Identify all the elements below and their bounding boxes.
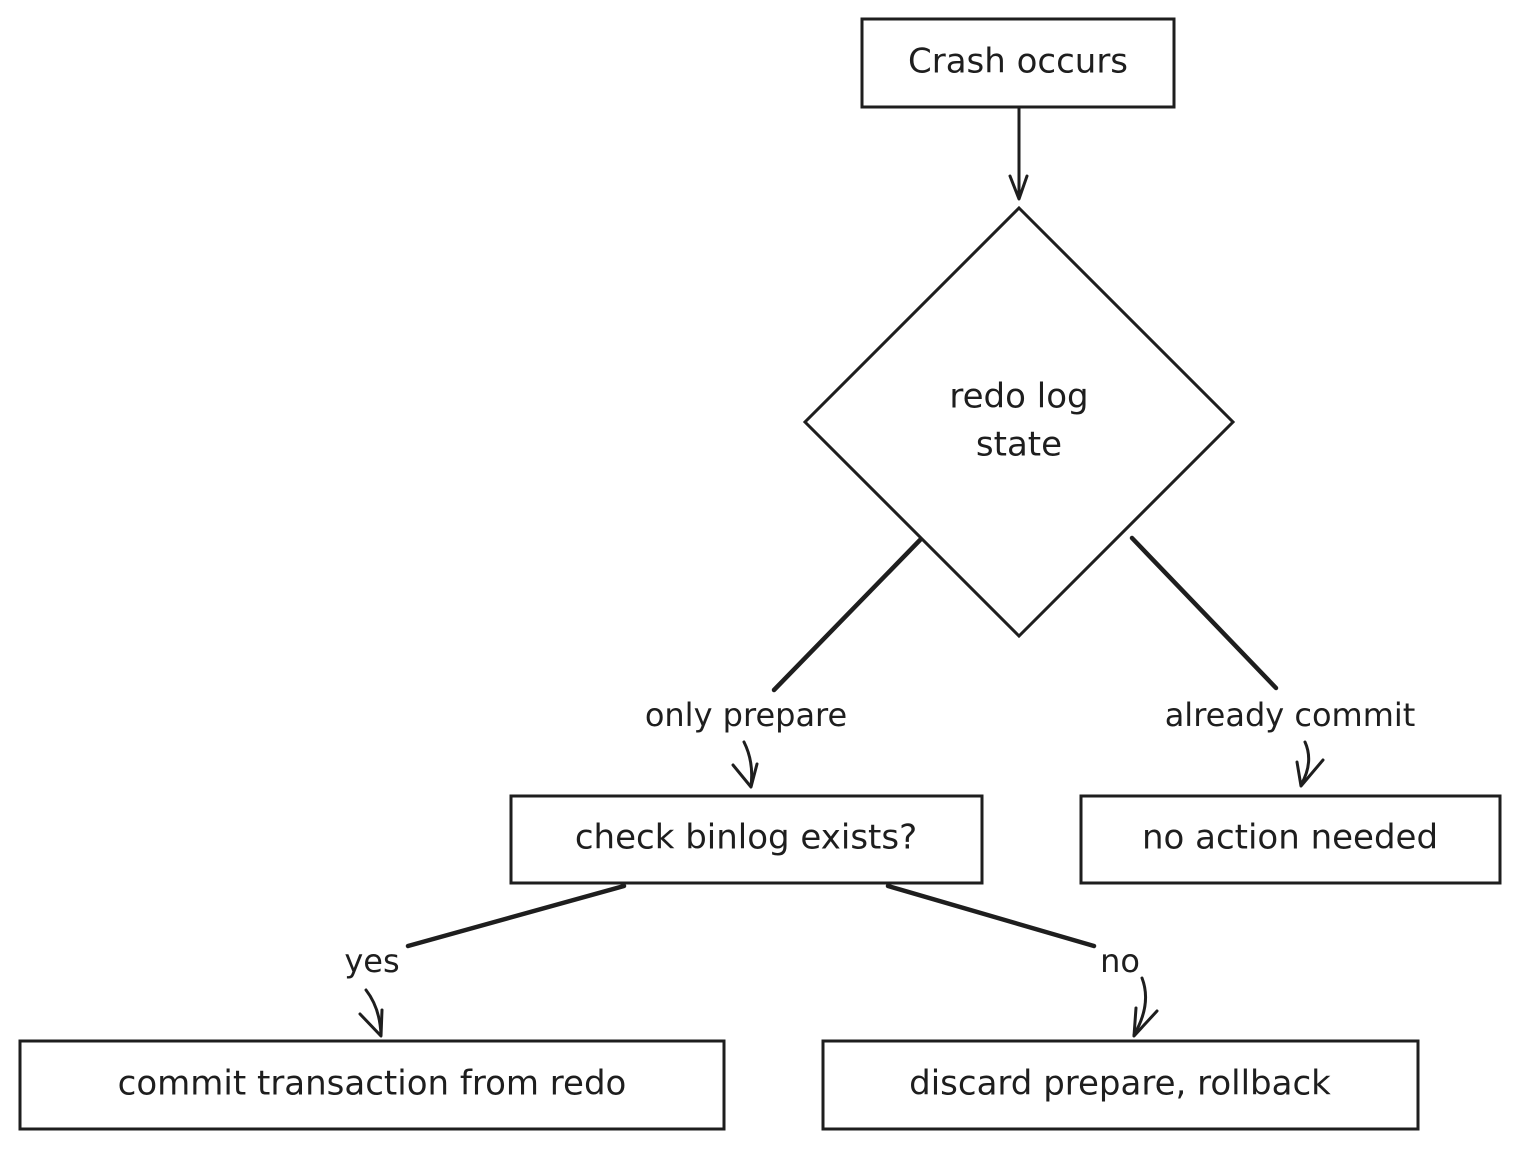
node-label-line1: redo log xyxy=(949,377,1088,417)
node-label: no action needed xyxy=(1142,818,1438,858)
arrowhead-icon xyxy=(358,1008,384,1038)
decision-diamond xyxy=(802,205,1236,639)
edge-line xyxy=(885,883,1097,949)
node-commit-transaction[interactable]: commit transaction from redo xyxy=(18,1039,726,1131)
edge-label-yes: yes xyxy=(344,942,399,980)
edge-redo-to-no-action xyxy=(1129,535,1325,788)
node-label: Crash occurs xyxy=(908,42,1128,82)
node-box xyxy=(821,1039,1420,1131)
edge-line xyxy=(1132,976,1148,1037)
arrowhead-icon xyxy=(1132,1006,1159,1038)
node-box xyxy=(1079,794,1502,885)
node-label: discard prepare, rollback xyxy=(909,1064,1331,1104)
arrowhead-icon xyxy=(1008,174,1029,201)
edge-label-no: no xyxy=(1100,942,1140,980)
node-box xyxy=(18,1039,726,1131)
edge-redo-to-check-binlog xyxy=(731,537,923,789)
edge-line xyxy=(1299,740,1311,787)
edge-line xyxy=(1129,535,1279,691)
edge-label-already-commit: already commit xyxy=(1165,696,1416,734)
edge-crash-to-redo-state xyxy=(1008,106,1029,201)
node-no-action-needed[interactable]: no action needed xyxy=(1079,794,1502,885)
node-crash-occurs[interactable]: Crash occurs xyxy=(860,17,1176,109)
edge-line xyxy=(405,883,627,949)
node-label-line2: state xyxy=(976,425,1062,465)
node-label: check binlog exists? xyxy=(575,818,917,858)
node-check-binlog-exists[interactable]: check binlog exists? xyxy=(509,794,984,885)
node-redo-log-state[interactable]: redo log state xyxy=(802,205,1236,639)
edge-label-only-prepare: only prepare xyxy=(645,696,847,734)
edge-line xyxy=(771,537,923,693)
edge-check-to-discard xyxy=(885,883,1159,1038)
arrowhead-icon xyxy=(1295,758,1325,788)
node-box xyxy=(860,17,1176,109)
node-label: commit transaction from redo xyxy=(118,1064,627,1104)
arrowhead-icon xyxy=(731,762,759,789)
node-discard-prepare[interactable]: discard prepare, rollback xyxy=(821,1039,1420,1131)
node-box xyxy=(509,794,984,885)
edge-check-to-commit xyxy=(358,883,627,1038)
